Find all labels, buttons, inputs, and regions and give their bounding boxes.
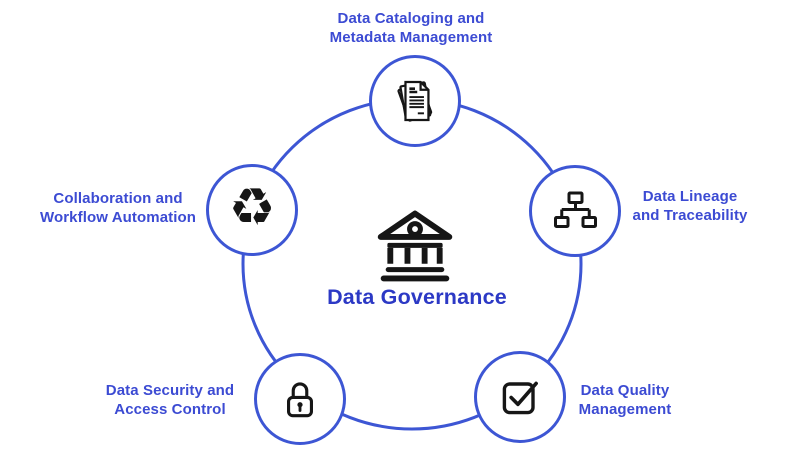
label-line: Collaboration and: [53, 190, 183, 207]
node-data-cataloging: [369, 55, 461, 147]
recycle-icon: ♻: [228, 178, 276, 238]
label-line: Metadata Management: [329, 29, 493, 46]
node-data-quality: [474, 351, 566, 443]
node-data-security: [254, 353, 346, 445]
label-data-security: Data Security and Access Control: [106, 381, 234, 419]
label-line: Data Security and: [105, 382, 235, 399]
label-line: Data Cataloging and: [337, 10, 485, 27]
hierarchy-icon: [554, 191, 597, 228]
diagram-title: Data Governance: [327, 285, 507, 309]
label-line: and Traceability: [632, 207, 748, 224]
lock-icon: [287, 382, 313, 418]
node-data-lineage: [529, 165, 621, 257]
bank-icon: [377, 210, 453, 282]
label-data-cataloging: Data Cataloging and Metadata Management: [330, 9, 493, 47]
label-line: Data Lineage: [642, 188, 738, 205]
label-data-quality: Data Quality Management: [579, 381, 672, 419]
label-data-lineage: Data Lineage and Traceability: [633, 187, 748, 225]
label-line: Data Quality: [580, 382, 670, 399]
label-line: Workflow Automation: [39, 209, 197, 226]
label-line: Management: [578, 401, 672, 418]
documents-icon: [397, 80, 433, 122]
label-collaboration: Collaboration and Workflow Automation: [40, 189, 196, 227]
checkbox-icon: [502, 381, 538, 415]
node-collaboration: ♻: [206, 164, 298, 256]
label-line: Access Control: [114, 401, 226, 418]
